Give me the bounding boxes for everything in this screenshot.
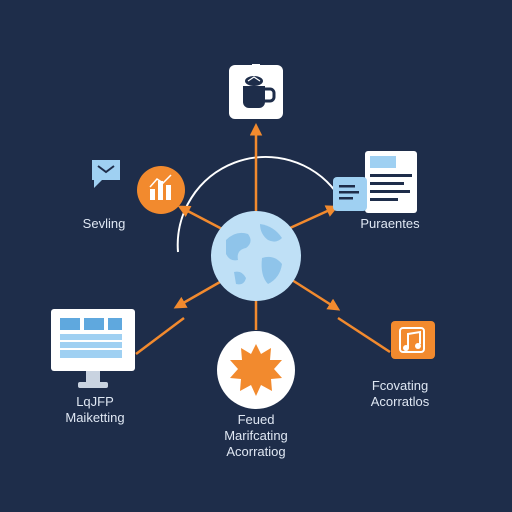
left-node-label: Sevling (82, 216, 126, 231)
bottom-right-label: Fcovating Acorratlos (352, 378, 448, 410)
sun-burst-icon (216, 330, 296, 410)
orbit-arc (176, 156, 337, 253)
right-node-label: Puraentes (360, 216, 420, 231)
arrow-to-bottom-left-head (173, 280, 221, 309)
arrow-to-bottom-right-head (291, 278, 341, 311)
coffee-cup-icon (228, 60, 284, 120)
music-note-icon (390, 320, 436, 360)
globe-icon (210, 210, 302, 302)
bottom-right-label-line2: Acorratlos (370, 394, 430, 409)
bottom-left-label-line2: Maiketting (65, 410, 125, 425)
arrow-to-left (177, 205, 225, 232)
report-card-icon (364, 150, 418, 216)
chat-bubble-icon (90, 158, 124, 192)
bottom-center-label-line1: Feued (237, 412, 275, 427)
bottom-center-label-line2: Marifcating (224, 428, 288, 443)
bottom-center-label: Feued Marifcating Acorratiog (196, 412, 316, 460)
bottom-left-label: LqJFP Maiketting (40, 394, 150, 426)
line-to-bottom-right (337, 316, 391, 354)
document-icon (332, 176, 368, 212)
line-to-bottom-left (135, 317, 185, 355)
arrow-to-right (289, 205, 339, 230)
bottom-left-label-line1: LqJFP (76, 394, 114, 409)
bar-chart-icon (136, 165, 186, 215)
bottom-right-label-line1: Fcovating (371, 378, 429, 393)
monitor-icon (50, 308, 136, 390)
bottom-center-label-line3: Acorratiog (226, 444, 286, 459)
